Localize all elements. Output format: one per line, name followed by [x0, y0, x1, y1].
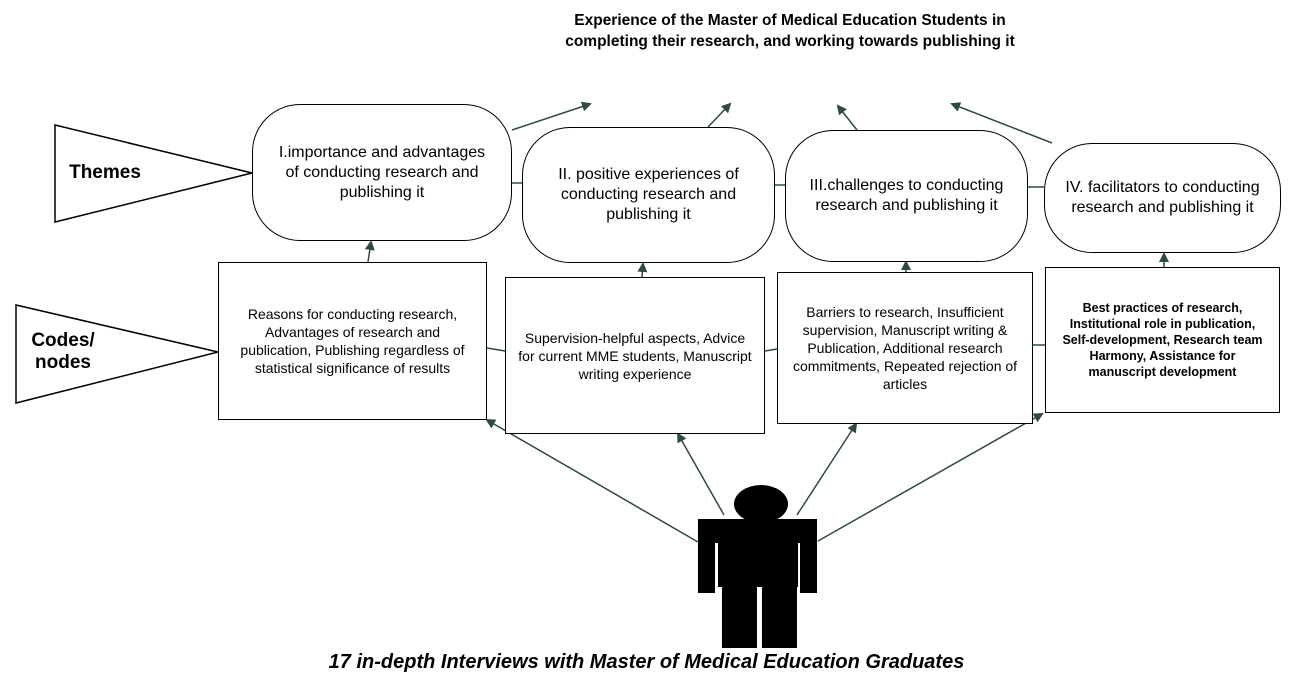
- code-box-2: Supervision-helpful aspects, Advice for …: [505, 277, 765, 434]
- theme-box-1: I.importance and advantages of conductin…: [252, 104, 512, 241]
- arrow-theme1-to-title: [511, 101, 592, 131]
- themes-triangle: [54, 124, 253, 223]
- arrow-figure-to-code4: [817, 413, 1044, 542]
- arrow-figure-to-code3: [796, 422, 858, 516]
- code-box-1: Reasons for conducting research, Advanta…: [218, 262, 487, 420]
- arrow-figure-to-code2: [677, 432, 725, 516]
- connectors: [486, 182, 1045, 352]
- code-connector-2: [764, 348, 778, 352]
- interviews-caption: 17 in-depth Interviews with Master of Me…: [328, 651, 965, 673]
- theme-box-4: IV. facilitators to conducting research …: [1044, 143, 1281, 253]
- arrow-code1-to-theme1: [364, 240, 375, 263]
- codes-triangle: [15, 304, 219, 404]
- themes-label: Themes: [69, 162, 141, 183]
- arrow-figure-to-code1: [485, 418, 699, 543]
- theme-box-3: III.challenges to conducting research an…: [785, 130, 1028, 262]
- arrow-theme3-to-title: [836, 104, 858, 131]
- diagram-title: Experience of the Master of Medical Educ…: [565, 12, 1015, 50]
- arrow-theme2-to-title: [707, 102, 732, 128]
- person-icon: [698, 485, 817, 648]
- arrow-code2-to-theme2: [637, 262, 648, 278]
- theme-box-2: II. positive experiences of conducting r…: [522, 127, 775, 263]
- code-box-4: Best practices of research, Institutiona…: [1045, 267, 1280, 413]
- code-connector-1: [486, 347, 506, 352]
- codes-label: Codes/ nodes: [31, 330, 95, 373]
- arrow-theme4-to-title: [950, 102, 1053, 144]
- code-box-3: Barriers to research, Insufficient super…: [777, 272, 1033, 424]
